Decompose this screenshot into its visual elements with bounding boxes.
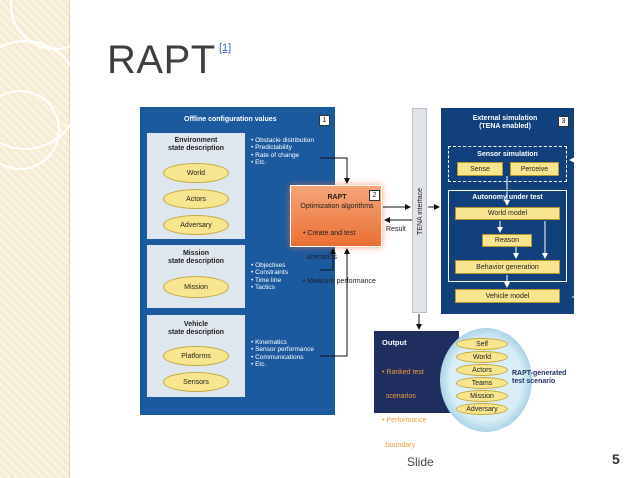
vehicle-section: Vehicle state description Platforms Sens… xyxy=(147,315,245,397)
rapt-optimization-box: 2 RAPT Optimization algorithms • Create … xyxy=(290,185,382,285)
external-panel-title: External simulation (TENA enabled) xyxy=(472,115,538,131)
vehicle-model-box: Vehicle model xyxy=(455,289,560,303)
offline-panel-title: Offline configuration values xyxy=(184,116,277,123)
reference-link[interactable]: [1] xyxy=(219,42,232,54)
gen-item-self: Self xyxy=(456,338,508,350)
gen-item-mission: Mission xyxy=(456,390,508,402)
mission-item: Mission xyxy=(163,276,229,298)
vehicle-item-platforms: Platforms xyxy=(163,346,229,366)
env-item-adversary: Adversary xyxy=(163,215,229,235)
arrow-vehicle-to-rapt xyxy=(320,248,350,357)
badge-2: 2 xyxy=(369,190,380,201)
world-model-box: World model xyxy=(455,207,560,220)
gen-item-adversary: Adversary xyxy=(456,403,508,415)
environment-title: Environment state description xyxy=(167,137,224,153)
mission-title: Mission state description xyxy=(167,250,224,266)
env-item-world: World xyxy=(163,163,229,183)
arrow-autonomy-feedback xyxy=(569,157,579,298)
arrow-mission-to-rapt xyxy=(320,248,336,271)
output-title: Output xyxy=(382,338,407,347)
page-number: 5 xyxy=(612,451,620,467)
offline-config-panel: Offline configuration values 1 Environme… xyxy=(140,107,335,415)
rapt-box-bullets: • Create and test scenarios • Measure pe… xyxy=(303,230,376,286)
result-label: Result xyxy=(386,226,406,233)
output-bullets: • Ranked test scenarios • Performance bo… xyxy=(382,369,427,449)
vehicle-bullets: • Kinematics • Sensor performance • Comm… xyxy=(251,339,314,369)
mission-section: Mission state description Mission xyxy=(147,245,245,308)
decorative-margin xyxy=(0,0,100,478)
footer-label: Slide xyxy=(407,455,434,469)
tena-interface-bar: TENA interface xyxy=(412,108,427,313)
gen-item-actors: Actors xyxy=(456,364,508,376)
mission-bullets: • Objectives • Constraints • Time line •… xyxy=(251,262,288,292)
sensor-simulation-title: Sensor simulation xyxy=(477,151,538,158)
slide-title: RAPT xyxy=(107,38,216,82)
environment-bullets: • Obstacle distribution • Predictability… xyxy=(251,137,314,167)
vehicle-title: Vehicle state description xyxy=(167,321,224,337)
generated-scenario-label: RAPT-generated test scenario xyxy=(512,370,567,386)
vehicle-item-sensors: Sensors xyxy=(163,372,229,392)
behavior-generation-box: Behavior generation xyxy=(455,260,560,274)
gen-item-world: World xyxy=(456,351,508,363)
reason-box: Reason xyxy=(482,234,532,247)
badge-3: 3 xyxy=(558,116,569,127)
sense-box: Sense xyxy=(457,162,503,176)
rapt-box-subtitle: Optimization algorithms xyxy=(300,203,374,210)
perceive-box: Perceive xyxy=(510,162,559,176)
badge-1: 1 xyxy=(319,115,330,126)
rapt-box-title: RAPT xyxy=(327,194,347,201)
gen-item-teams: Teams xyxy=(456,377,508,389)
env-item-actors: Actors xyxy=(163,189,229,209)
arrow-environment-to-rapt xyxy=(320,157,350,184)
environment-section: Environment state description World Acto… xyxy=(147,133,245,239)
